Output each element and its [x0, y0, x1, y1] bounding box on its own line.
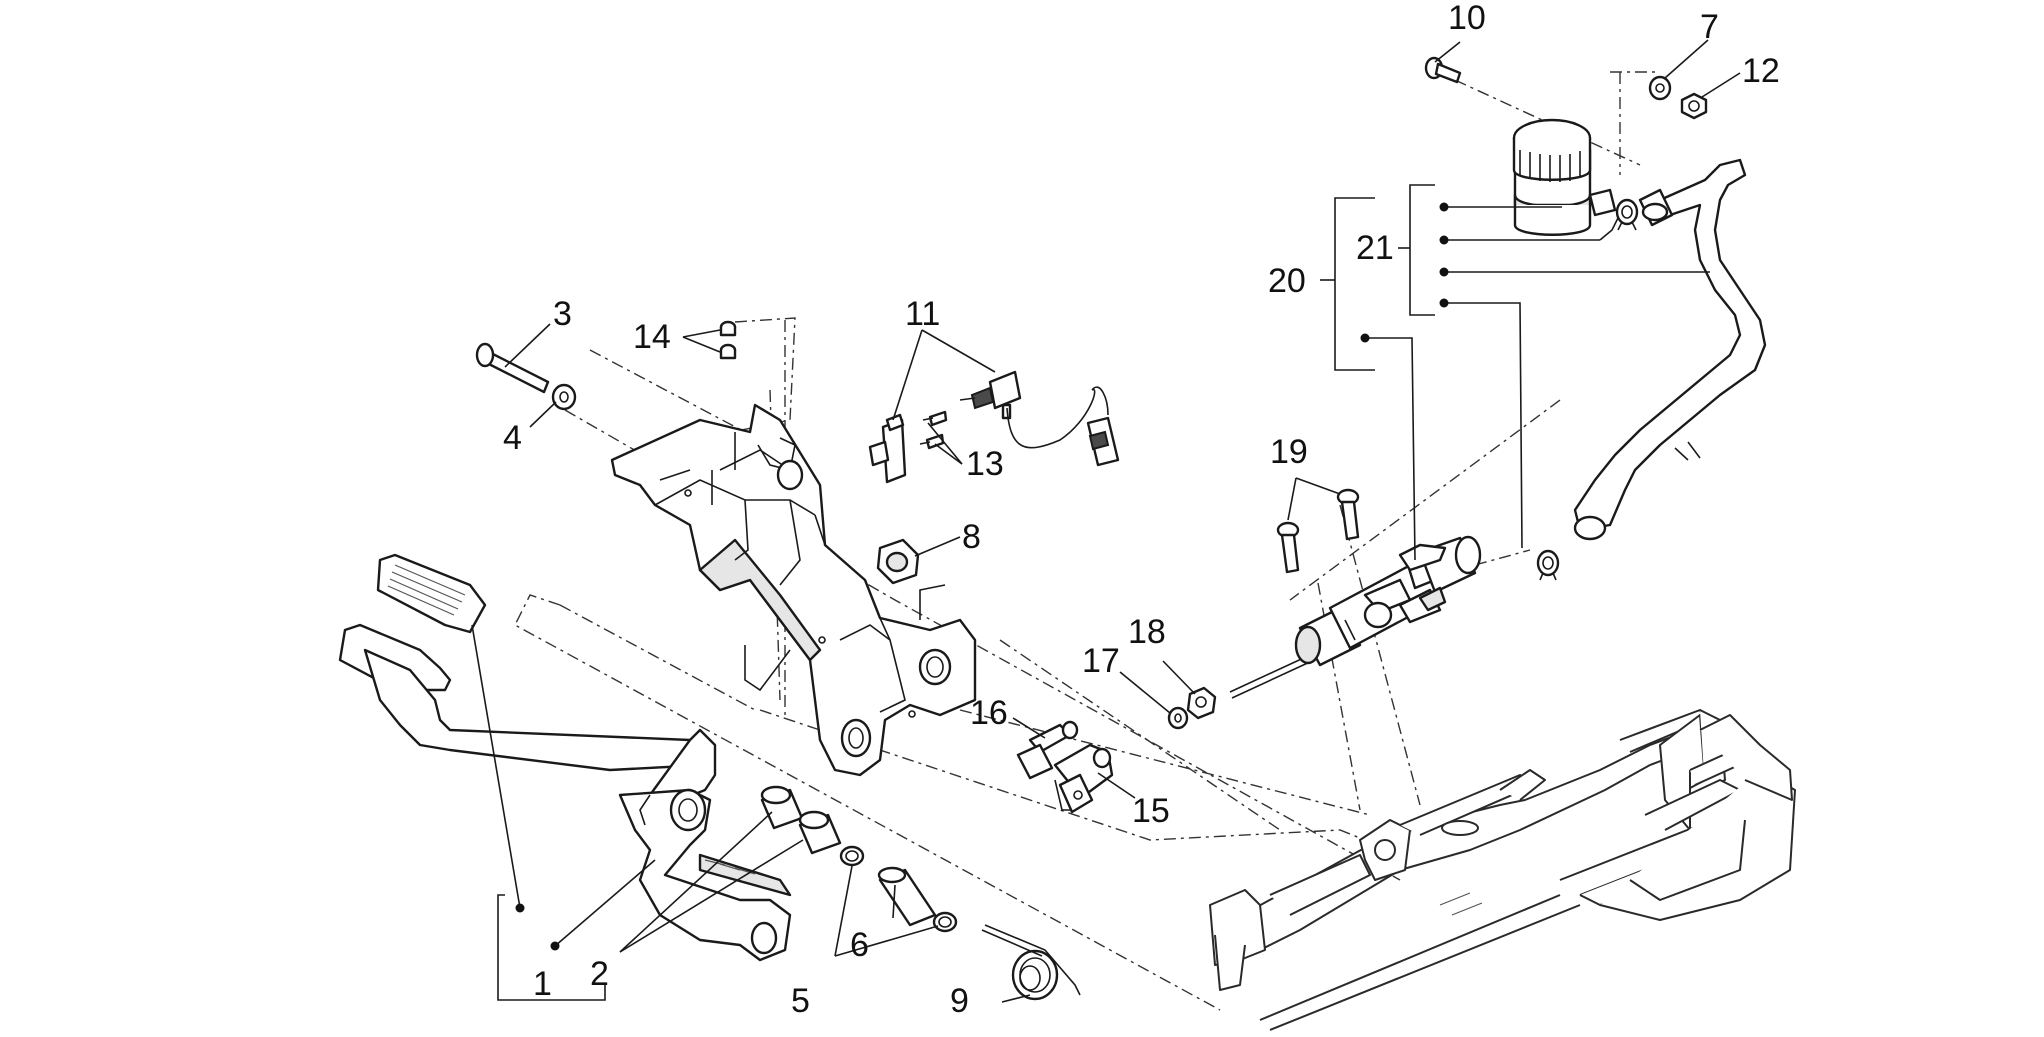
callout-7: 7 [1700, 8, 1719, 46]
callout-11: 11 [905, 295, 940, 333]
group-bracket-1 [497, 894, 606, 1001]
washer-17 [1167, 706, 1189, 730]
clevis [1053, 743, 1114, 814]
retaining-rings [839, 845, 958, 933]
callout-13: 13 [966, 445, 1004, 483]
reservoir-washer [1648, 75, 1672, 101]
vehicle-frame [1209, 709, 1796, 1031]
hose-clamps [1536, 198, 1639, 581]
callout-2: 2 [590, 955, 609, 993]
leader-lines [471, 39, 1741, 1003]
small-nuts [719, 320, 737, 360]
callout-8: 8 [962, 518, 981, 556]
clevis-pin [1016, 720, 1079, 780]
group-bracket-21 [1398, 184, 1435, 316]
callout-6: 6 [850, 926, 869, 964]
bushings [760, 785, 842, 855]
callout-20: 20 [1268, 262, 1306, 300]
callout-5: 5 [791, 982, 810, 1020]
callout-18: 18 [1128, 613, 1166, 651]
mounting-bolts [1276, 488, 1360, 574]
pedal-bracket [610, 403, 977, 777]
fluid-reservoir [1512, 118, 1617, 236]
nut-18 [1186, 686, 1217, 720]
clutch-hose [1573, 158, 1767, 541]
callout-12: 12 [1742, 52, 1780, 90]
reservoir-screw [1424, 56, 1462, 84]
pivot-pin [877, 866, 937, 927]
return-spring [981, 924, 1081, 1001]
leader-dots [515, 202, 1449, 951]
callout-labels: 1 2 3 4 5 6 7 8 9 10 11 12 13 14 15 16 1… [503, 0, 1780, 1020]
callout-16: 16 [970, 694, 1008, 732]
pivot-bolt [475, 342, 577, 411]
callout-9: 9 [950, 982, 969, 1020]
brake-light-switch [868, 370, 1120, 484]
callout-14: 14 [633, 318, 671, 356]
callout-15: 15 [1132, 792, 1170, 830]
callout-3: 3 [553, 295, 572, 333]
reservoir-nut [1680, 92, 1708, 120]
flange-nut [876, 538, 920, 585]
master-cylinder [1229, 535, 1482, 699]
callout-17: 17 [1082, 642, 1120, 680]
group-bracket-20 [1320, 197, 1375, 371]
callout-4: 4 [503, 419, 522, 457]
callout-19: 19 [1270, 433, 1308, 471]
callout-21: 21 [1356, 229, 1394, 267]
callout-10: 10 [1448, 0, 1486, 37]
callout-1: 1 [533, 965, 552, 1003]
brake-pedal [338, 553, 792, 962]
assembly-centerlines [514, 71, 1660, 1011]
